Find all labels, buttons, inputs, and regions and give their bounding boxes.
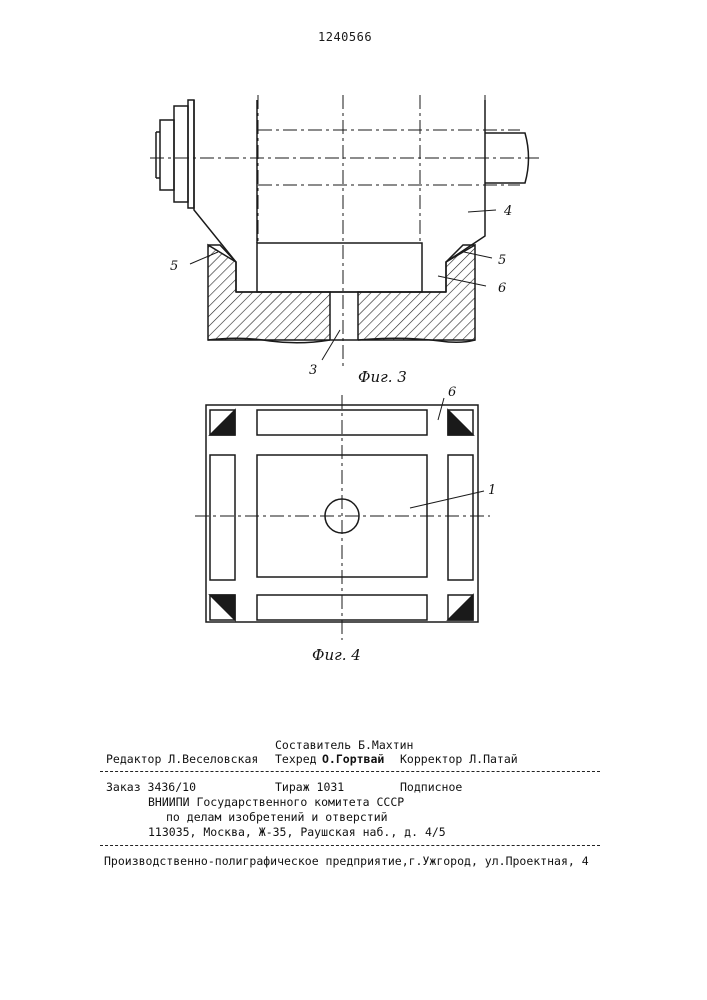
fig3-caption: Фиг. 3 — [358, 368, 407, 386]
org-line-3: 113035, Москва, Ж-35, Раушская наб., д. … — [148, 825, 446, 839]
techred-name: О.Гортвай — [322, 752, 384, 766]
corrector: Корректор Л.Патай — [400, 752, 518, 766]
fig3-label-6: 6 — [498, 281, 506, 296]
subscription: Подписное — [400, 780, 462, 794]
printer-line: Производственно-полиграфическое предприя… — [104, 854, 589, 868]
divider-bottom — [100, 845, 600, 846]
bolt-washer — [188, 100, 194, 208]
circulation: Тираж 1031 — [275, 780, 344, 794]
figure-3 — [150, 95, 540, 368]
fig3-label-4: 4 — [503, 204, 512, 219]
bolt-head — [160, 120, 174, 190]
technical-drawing: 5 5 6 4 3 Фиг. 3 — [0, 0, 707, 700]
bolt-nut — [174, 106, 188, 202]
org-line-1: ВНИИПИ Государственного комитета СССР — [148, 795, 404, 809]
editor: Редактор Л.Веселовская — [106, 752, 258, 766]
fig4-caption: Фиг. 4 — [312, 646, 361, 664]
compiler: Составитель Б.Махтин — [275, 738, 413, 752]
fig4-label-1: 1 — [488, 483, 496, 498]
punch-insert — [257, 243, 422, 292]
order-number: Заказ 3436/10 — [106, 780, 196, 794]
fig4-label-6: 6 — [448, 385, 456, 400]
fig3-label-3: 3 — [309, 363, 317, 378]
fig3-label-5-left: 5 — [170, 259, 178, 274]
techred-label: Техред — [275, 752, 317, 766]
figure-4 — [195, 395, 490, 640]
divider-top — [100, 771, 600, 772]
org-line-2: по делам изобретений и отверстий — [166, 810, 388, 824]
fig3-label-5-right: 5 — [498, 253, 506, 268]
